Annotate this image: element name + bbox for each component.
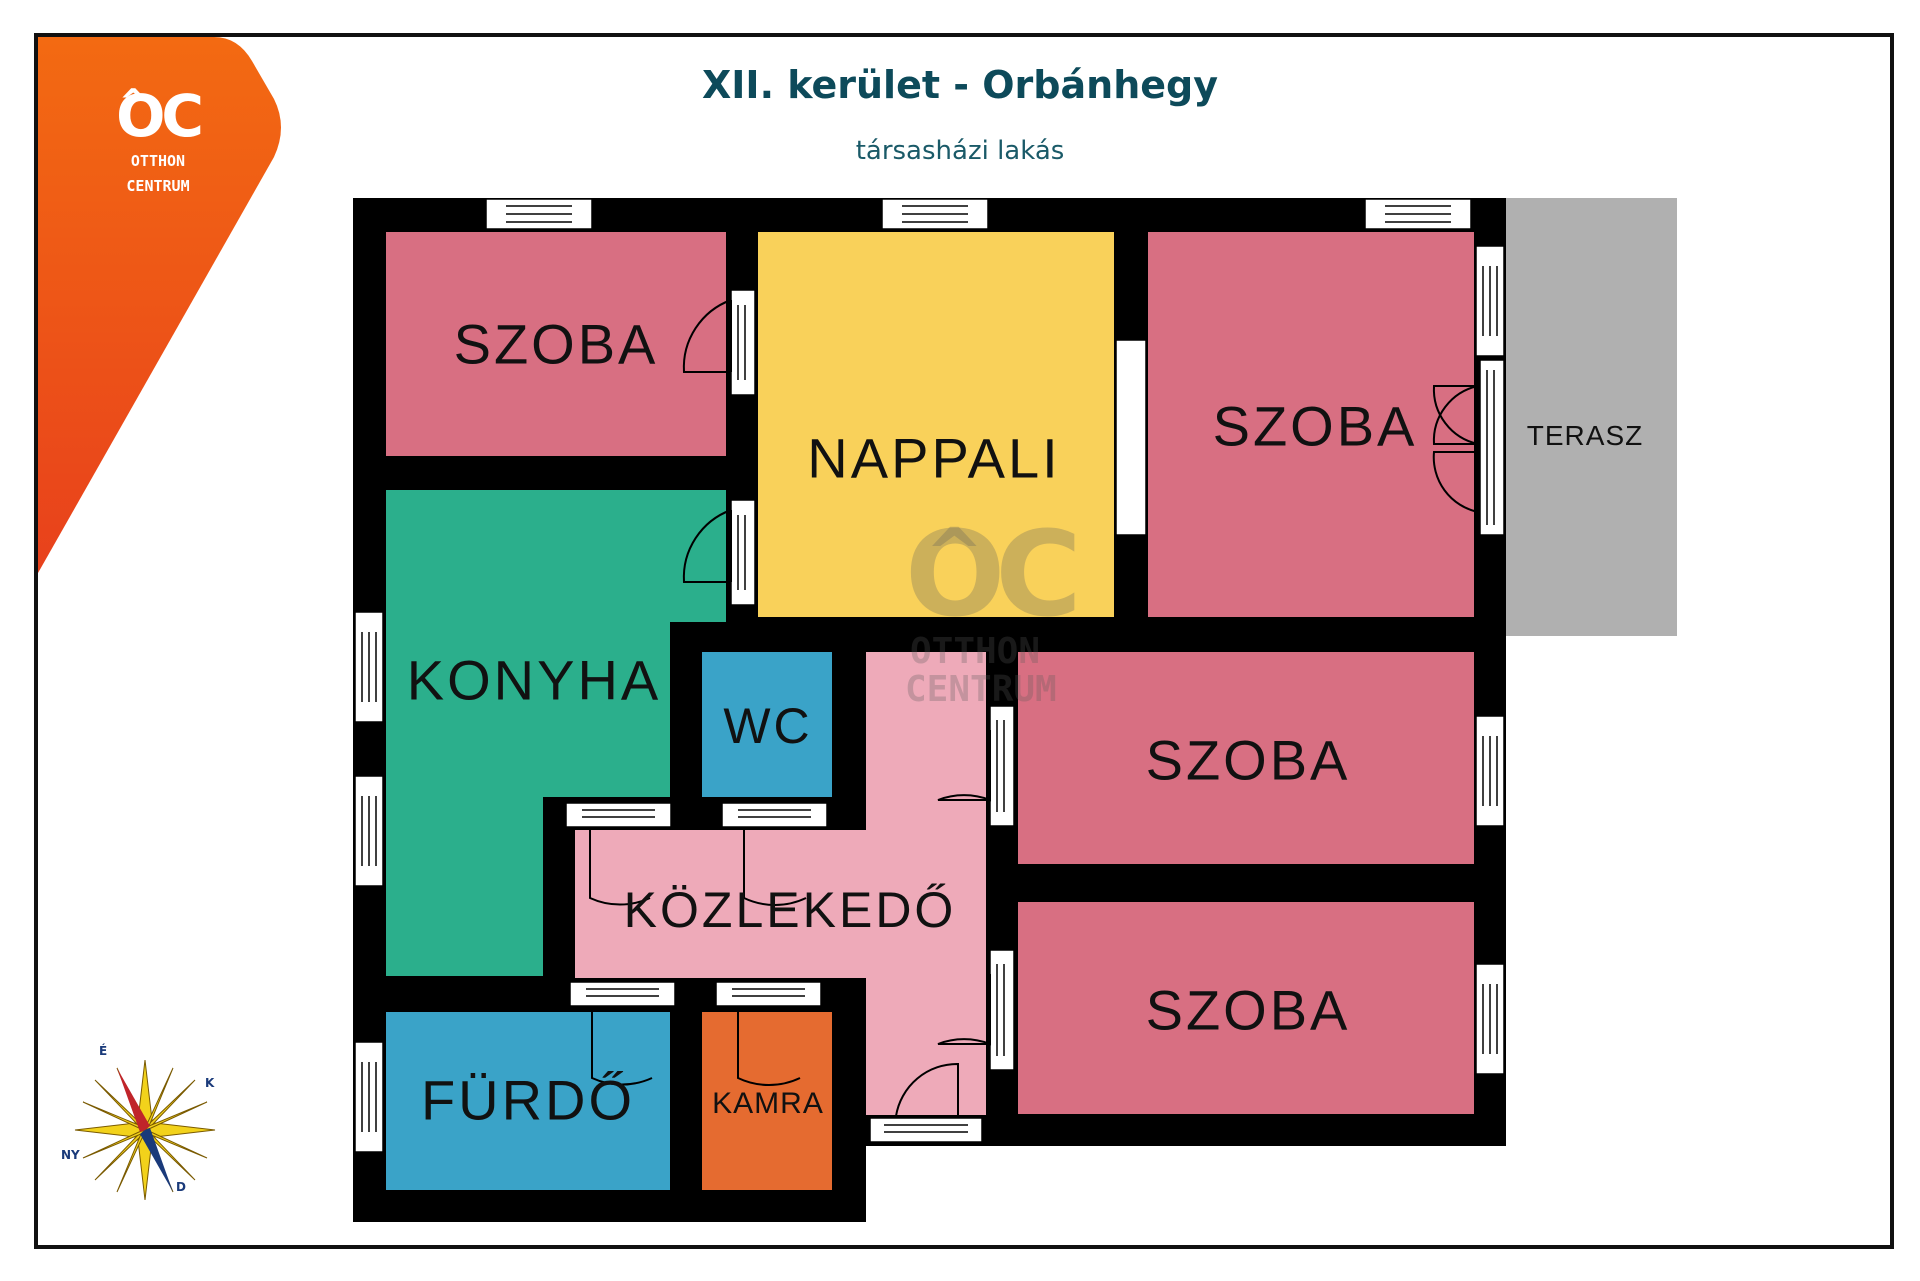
room-furdo: [386, 1012, 670, 1190]
door-frame-lines: [582, 305, 1495, 1133]
label-szoba-e2: SZOBA: [1145, 978, 1351, 1042]
door-frame-e2: [989, 949, 1015, 1071]
watermark: ^OC OTTHON CENTRUM: [905, 505, 1082, 710]
door-frame-konyha: [730, 499, 756, 606]
label-kozlekedo: KÖZLEKEDŐ: [623, 882, 957, 938]
door-group: [565, 289, 1505, 1143]
brand-banner: [38, 37, 281, 573]
door-frame-kamra: [715, 981, 822, 1007]
door-frame-kozl-1: [565, 802, 672, 828]
label-furdo: FÜRDŐ: [420, 1068, 636, 1132]
label-szoba-nw: SZOBA: [453, 312, 659, 376]
compass-south: D: [176, 1180, 186, 1194]
window-nappali-partition: [1115, 339, 1147, 536]
room-szoba-e2: [1018, 902, 1474, 1114]
label-terasz: TERASZ: [1526, 420, 1644, 451]
label-wc: WC: [723, 698, 813, 754]
compass-rose-icon: [74, 1059, 216, 1201]
window-lines: [361, 205, 1498, 1132]
room-szoba-ne: [1148, 232, 1474, 617]
room-kozlekedo: [575, 652, 986, 1115]
page-subtitle: társasházi lakás: [855, 136, 1065, 166]
label-szoba-e1: SZOBA: [1145, 728, 1351, 792]
watermark-line1: OTTHON: [909, 631, 1041, 672]
brand-logo: ^OC OTTHON CENTRUM: [93, 82, 223, 195]
door-frame-nw: [730, 289, 756, 396]
window-group: [354, 198, 1505, 1153]
compass-north: É: [99, 1044, 108, 1058]
room-nappali: [758, 232, 1114, 617]
door-frame-terasz: [1479, 359, 1505, 536]
room-szoba-e1: [1018, 652, 1474, 864]
door-swings: [589, 299, 1479, 1117]
compass-west: NY: [61, 1148, 80, 1162]
room-szoba-nw: [386, 232, 726, 456]
label-konyha: KONYHA: [406, 648, 662, 712]
label-nappali: NAPPALI: [807, 426, 1061, 490]
label-szoba-ne: SZOBA: [1212, 394, 1418, 458]
door-frame-wc: [721, 802, 828, 828]
page-title: XII. kerület - Orbánhegy: [702, 63, 1218, 107]
door-frame-entrance: [869, 1117, 983, 1143]
watermark-line2: CENTRUM: [905, 669, 1057, 710]
room-kamra: [702, 1012, 832, 1190]
label-kamra: KAMRA: [712, 1087, 824, 1120]
door-frame-e1: [989, 705, 1015, 827]
terrace-area: [1505, 198, 1677, 636]
compass-rose: É K D NY: [55, 1040, 235, 1220]
logo-mark-icon: ^OC: [116, 82, 204, 150]
watermark-mark-icon: ^OC: [905, 505, 1082, 643]
compass-east: K: [205, 1076, 215, 1090]
logo-line1: OTTHON: [130, 152, 186, 170]
door-frame-furdo: [569, 981, 676, 1007]
room-konyha: [386, 490, 726, 976]
logo-line2: CENTRUM: [126, 177, 190, 195]
room-wc: [702, 652, 832, 797]
